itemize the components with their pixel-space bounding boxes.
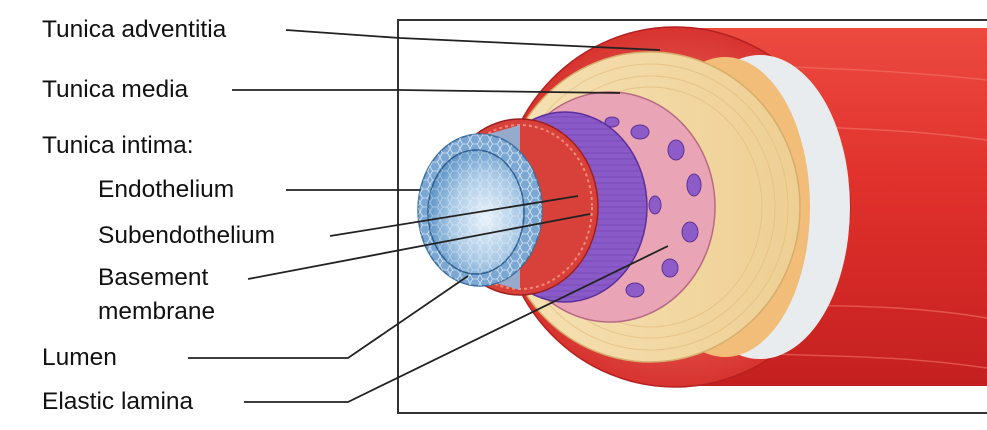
label-endothelium: Endothelium [98,176,234,204]
label-subendothelium: Subendothelium [98,222,275,250]
label-tunica-media: Tunica media [42,76,188,104]
leader-tunica-adventitia [286,30,660,50]
label-lumen: Lumen [42,344,117,372]
label-basement-line1: Basement [98,264,208,292]
leader-lumen [188,276,468,358]
label-elastic-lamina: Elastic lamina [42,388,193,416]
label-basement-line2: membrane [98,298,215,326]
label-tunica-intima: Tunica intima: [42,132,194,160]
label-tunica-adventitia: Tunica adventitia [42,16,226,44]
